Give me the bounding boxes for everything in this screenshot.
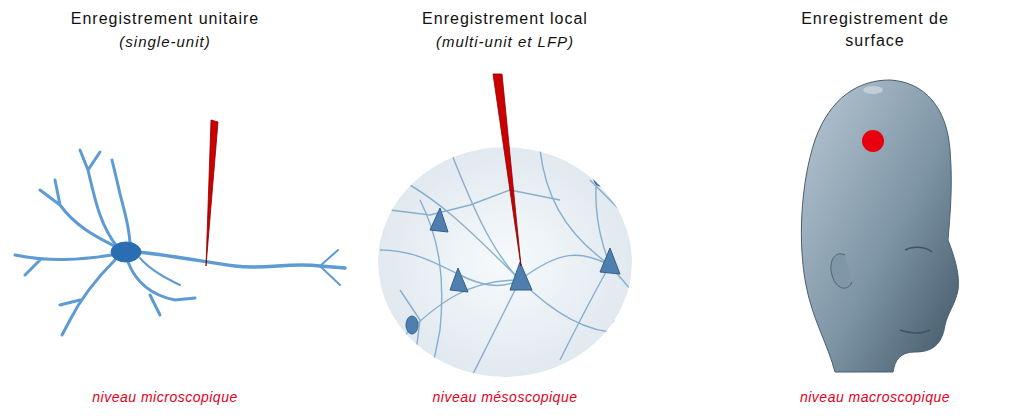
- drawing-part: [510, 262, 532, 290]
- drawing-part: [613, 318, 631, 330]
- drawing-part: [450, 268, 468, 292]
- level-caption: niveau macroscopique: [740, 388, 1010, 406]
- drawing-part: [560, 265, 610, 360]
- drawing-part: [320, 250, 340, 285]
- panel-subtitle: (multi-unit et LFP): [355, 32, 655, 52]
- panel-title: Enregistrement local: [355, 8, 655, 30]
- head-drawing: [801, 80, 958, 372]
- drawing-part: [593, 164, 607, 186]
- drawing-part: [596, 160, 610, 265]
- level-caption: niveau mésoscopique: [355, 388, 655, 406]
- drawing-part: [128, 262, 195, 315]
- panel-title: Enregistrement unitaire: [15, 8, 315, 30]
- drawing-part: [138, 252, 345, 268]
- panel-subtitle: (single-unit): [15, 32, 315, 52]
- panel-title: Enregistrement de surface: [788, 8, 963, 52]
- drawing-part: [600, 248, 620, 274]
- neuron-drawing: [15, 150, 345, 335]
- drawing-part: [380, 170, 640, 333]
- drawing-part: [390, 190, 560, 215]
- drawing-part: [430, 208, 448, 232]
- network-drawing: [378, 147, 650, 380]
- drawing-part: [400, 290, 420, 360]
- drawing-part: [863, 86, 883, 94]
- drawing-part: [540, 150, 610, 265]
- drawing-part: [862, 130, 884, 152]
- drawing-part: [380, 250, 520, 285]
- drawing-part: [900, 330, 930, 333]
- drawing-part: [15, 255, 112, 275]
- drawing-part: [111, 242, 141, 262]
- drawing-part: [378, 147, 632, 377]
- electrode: [206, 120, 218, 266]
- level-caption: niveau microscopique: [15, 388, 315, 406]
- electrode: [493, 74, 521, 266]
- drawing-part: [905, 247, 932, 252]
- drawing-part: [520, 255, 610, 280]
- drawing-part: [801, 80, 958, 372]
- drawing-part: [140, 258, 180, 285]
- drawing-part: [112, 160, 130, 246]
- drawing-part: [60, 260, 115, 335]
- drawing-part: [406, 316, 418, 334]
- drawing-part: [470, 280, 520, 380]
- drawing-part: [831, 254, 852, 288]
- drawing-part: [380, 150, 650, 380]
